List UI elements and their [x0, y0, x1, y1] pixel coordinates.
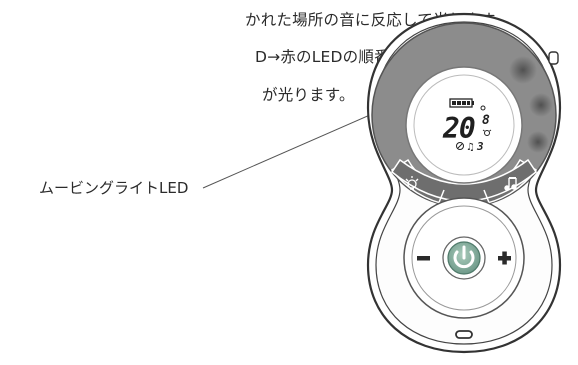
power-icon [453, 245, 475, 269]
bottom-indicator-slot [455, 330, 473, 339]
display-timer-value: 3 [476, 140, 484, 153]
segment-divider-left [437, 189, 445, 206]
display-timer-icon [456, 142, 464, 150]
moving-light-led-1 [509, 56, 537, 84]
minus-button[interactable] [417, 256, 430, 261]
minus-icon [417, 256, 430, 261]
plus-icon [498, 251, 511, 265]
display-music-icon: ♫ [466, 142, 475, 153]
manual-text-line-3: が光ります。 [262, 86, 355, 104]
side-button[interactable] [548, 51, 559, 65]
callout-label-moving-light-led: ムービングライトLED [39, 179, 189, 197]
music-note-icon [504, 177, 517, 191]
display-screen [413, 74, 515, 176]
segment-divider-right [483, 189, 491, 206]
moving-light-led-3 [527, 131, 549, 153]
segment-band [390, 158, 538, 202]
moving-light-led-2 [529, 93, 553, 117]
display-temperature: 20 [442, 112, 475, 145]
bulb-icon [405, 176, 419, 190]
battery-icon [449, 98, 474, 108]
degree-dot [480, 105, 486, 111]
display-bulb-icon [482, 129, 492, 136]
display-temperature-decimal: 8 [482, 113, 490, 128]
plus-button[interactable] [498, 251, 511, 265]
